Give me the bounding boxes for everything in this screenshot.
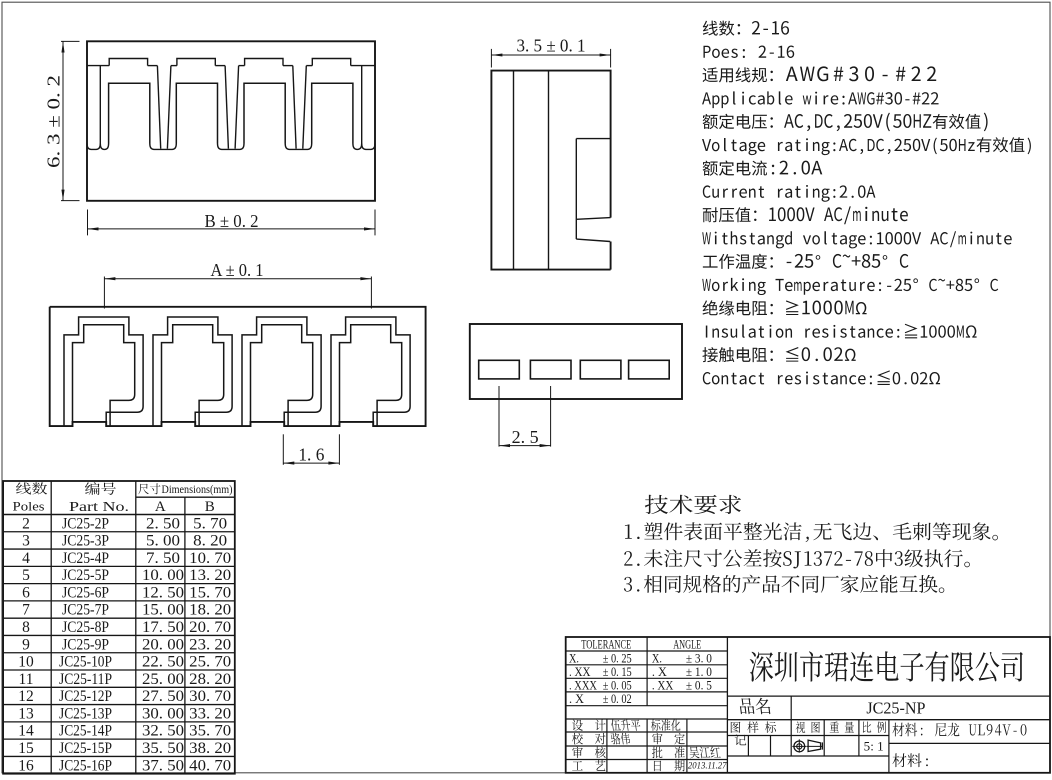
- svg-text:. X: . X: [652, 665, 667, 679]
- svg-text:2. 50: 2. 50: [146, 515, 180, 532]
- svg-text:25. 00: 25. 00: [142, 671, 184, 688]
- svg-text:JC25-7P: JC25-7P: [62, 602, 109, 619]
- svg-text:30. 70: 30. 70: [189, 688, 231, 705]
- svg-text:16: 16: [18, 757, 34, 774]
- svg-text:10. 00: 10. 00: [142, 567, 184, 584]
- svg-text:2. 5: 2. 5: [512, 427, 539, 447]
- svg-text:JC25-8P: JC25-8P: [62, 619, 109, 636]
- svg-text:JC25-2P: JC25-2P: [62, 515, 109, 532]
- svg-text:. XXX: . XXX: [569, 679, 597, 693]
- svg-text:4: 4: [22, 550, 30, 567]
- svg-text:11: 11: [19, 671, 34, 688]
- svg-text:15: 15: [18, 740, 34, 757]
- svg-text:15. 70: 15. 70: [189, 584, 231, 601]
- svg-text:A ± 0. 1: A ± 0. 1: [211, 260, 264, 280]
- svg-text:± 0. 05: ± 0. 05: [603, 679, 632, 693]
- svg-text:JC25-4P: JC25-4P: [62, 550, 109, 567]
- svg-text:37. 50: 37. 50: [142, 757, 184, 774]
- svg-text:20. 70: 20. 70: [189, 619, 231, 636]
- svg-text:10. 70: 10. 70: [189, 550, 231, 567]
- svg-text:JC25-16P: JC25-16P: [59, 757, 112, 774]
- svg-text:9: 9: [22, 636, 30, 653]
- svg-text:JC25-3P: JC25-3P: [62, 533, 109, 550]
- svg-text:± 0. 5: ± 0. 5: [686, 679, 712, 693]
- svg-text:± 3. 0: ± 3. 0: [686, 651, 712, 665]
- svg-text:ANGLE: ANGLE: [673, 638, 701, 652]
- svg-text:JC25-6P: JC25-6P: [62, 584, 109, 601]
- svg-text:30. 00: 30. 00: [142, 705, 184, 722]
- svg-text:JC25-13P: JC25-13P: [59, 705, 112, 722]
- svg-text:X.: X.: [569, 651, 579, 665]
- svg-text:5: 5: [22, 567, 30, 584]
- svg-text:3: 3: [22, 533, 30, 550]
- svg-text:6. 3 ± 0. 2: 6. 3 ± 0. 2: [44, 75, 64, 168]
- svg-text:JC25-9P: JC25-9P: [62, 636, 109, 653]
- svg-text:6: 6: [22, 584, 30, 601]
- svg-text:17. 50: 17. 50: [142, 619, 184, 636]
- svg-text:7: 7: [22, 602, 30, 619]
- svg-text:JC25-5P: JC25-5P: [62, 567, 109, 584]
- svg-text:22. 50: 22. 50: [142, 654, 184, 671]
- svg-text:27. 50: 27. 50: [142, 688, 184, 705]
- svg-text:2: 2: [22, 515, 30, 532]
- svg-text:13. 20: 13. 20: [189, 567, 231, 584]
- svg-text:JC25-11P: JC25-11P: [59, 671, 112, 688]
- svg-text:± 0. 25: ± 0. 25: [603, 651, 632, 665]
- svg-text:20. 00: 20. 00: [142, 636, 184, 653]
- svg-text:TOLERANCE: TOLERANCE: [581, 638, 631, 652]
- svg-text:1. 6: 1. 6: [298, 444, 324, 464]
- svg-text:5: 1: 5: 1: [864, 739, 884, 753]
- svg-text:. X: . X: [569, 692, 584, 706]
- svg-text:X.: X.: [652, 651, 662, 665]
- svg-text:B ± 0. 2: B ± 0. 2: [205, 211, 259, 231]
- svg-text:18. 20: 18. 20: [189, 602, 231, 619]
- svg-text:28. 20: 28. 20: [189, 671, 231, 688]
- svg-text:± 0. 15: ± 0. 15: [603, 665, 632, 679]
- svg-text:Poles: Poles: [13, 499, 45, 514]
- svg-text:8. 20: 8. 20: [193, 533, 227, 550]
- svg-text:2013.11.27: 2013.11.27: [688, 760, 727, 770]
- svg-text:. XX: . XX: [652, 679, 674, 693]
- svg-text:JC25-12P: JC25-12P: [59, 688, 112, 705]
- svg-text:JC25-NP: JC25-NP: [866, 699, 925, 718]
- svg-text:25. 70: 25. 70: [189, 654, 231, 671]
- svg-text:32. 50: 32. 50: [142, 723, 184, 740]
- svg-text:3. 5 ± 0. 1: 3. 5 ± 0. 1: [517, 35, 586, 55]
- svg-text:± 0. 02: ± 0. 02: [603, 692, 632, 706]
- svg-text:B: B: [205, 499, 215, 515]
- svg-text:14: 14: [18, 723, 34, 740]
- svg-text:7. 50: 7. 50: [146, 550, 180, 567]
- svg-text:. XX: . XX: [569, 665, 591, 679]
- svg-text:8: 8: [22, 619, 30, 636]
- svg-text:15. 00: 15. 00: [142, 602, 184, 619]
- svg-text:5. 00: 5. 00: [146, 533, 180, 550]
- svg-text:23. 20: 23. 20: [189, 636, 231, 653]
- svg-text:35. 70: 35. 70: [189, 723, 231, 740]
- svg-text:JC25-15P: JC25-15P: [59, 740, 112, 757]
- svg-text:35. 50: 35. 50: [142, 740, 184, 757]
- svg-text:33. 20: 33. 20: [189, 705, 231, 722]
- svg-text:40. 70: 40. 70: [189, 757, 231, 774]
- svg-text:JC25-10P: JC25-10P: [59, 654, 112, 671]
- svg-text:12: 12: [18, 688, 34, 705]
- svg-text:12. 50: 12. 50: [142, 584, 184, 601]
- svg-text:Dimensions(mm): Dimensions(mm): [162, 482, 233, 496]
- svg-text:5. 70: 5. 70: [193, 515, 227, 532]
- svg-text:10: 10: [18, 654, 34, 671]
- svg-text:JC25-14P: JC25-14P: [59, 723, 112, 740]
- svg-text:A: A: [155, 499, 166, 515]
- svg-text:Part No.: Part No.: [69, 499, 129, 514]
- svg-text:± 1. 0: ± 1. 0: [686, 665, 712, 679]
- svg-text:13: 13: [18, 705, 34, 722]
- svg-text:38. 20: 38. 20: [189, 740, 231, 757]
